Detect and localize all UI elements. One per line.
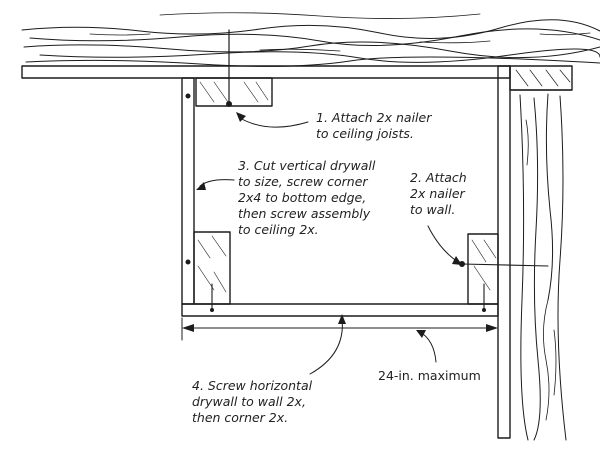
corner-2x4 xyxy=(193,231,231,309)
leader-step1 xyxy=(236,112,309,128)
step2-label: 2. Attach 2x nailer to wall. xyxy=(410,170,471,217)
screw-icon xyxy=(226,101,232,107)
step2-line: to wall. xyxy=(410,202,455,217)
step2-line: 2. Attach xyxy=(410,170,467,185)
screw-icon xyxy=(210,308,214,312)
step3-line: 2x4 to bottom edge, xyxy=(238,190,366,205)
arrowhead-icon xyxy=(182,324,194,332)
step4-line: then corner 2x. xyxy=(192,410,288,425)
step1-label: 1. Attach 2x nailer to ceiling joists. xyxy=(316,110,435,141)
step2-line: 2x nailer xyxy=(410,186,466,201)
dimension-line xyxy=(181,317,499,341)
wall-top-plate xyxy=(509,65,573,91)
screw-icon xyxy=(185,259,191,265)
wall-drywall xyxy=(497,65,511,439)
screw-icon xyxy=(482,308,486,312)
step3-label: 3. Cut vertical drywall to size, screw c… xyxy=(238,158,379,237)
ceiling-drywall xyxy=(21,65,511,79)
step3-line: then screw assembly xyxy=(238,206,371,221)
screw-icon xyxy=(185,93,191,99)
leader-step3 xyxy=(196,179,235,190)
step3-line: 3. Cut vertical drywall xyxy=(238,158,376,173)
leader-step4 xyxy=(309,314,346,375)
leader-dimension xyxy=(416,330,437,363)
arrowhead-icon xyxy=(486,324,498,332)
leader-step2 xyxy=(427,225,462,265)
step3-line: to ceiling 2x. xyxy=(238,222,319,237)
ceiling-joist xyxy=(21,12,600,67)
step1-line: to ceiling joists. xyxy=(316,126,414,141)
step4-label: 4. Screw horizontal drywall to wall 2x, … xyxy=(192,378,316,425)
ceiling-nailer xyxy=(195,29,273,107)
step4-line: 4. Screw horizontal xyxy=(192,378,313,393)
vertical-drywall xyxy=(181,77,195,305)
step3-line: to size, screw corner xyxy=(238,174,368,189)
step4-line: drywall to wall 2x, xyxy=(192,394,306,409)
wall-stud xyxy=(509,89,573,441)
dimension-label: 24-in. maximum xyxy=(378,368,481,383)
step1-line: 1. Attach 2x nailer xyxy=(316,110,432,125)
horizontal-drywall xyxy=(181,303,499,317)
screw-icon xyxy=(459,261,465,267)
